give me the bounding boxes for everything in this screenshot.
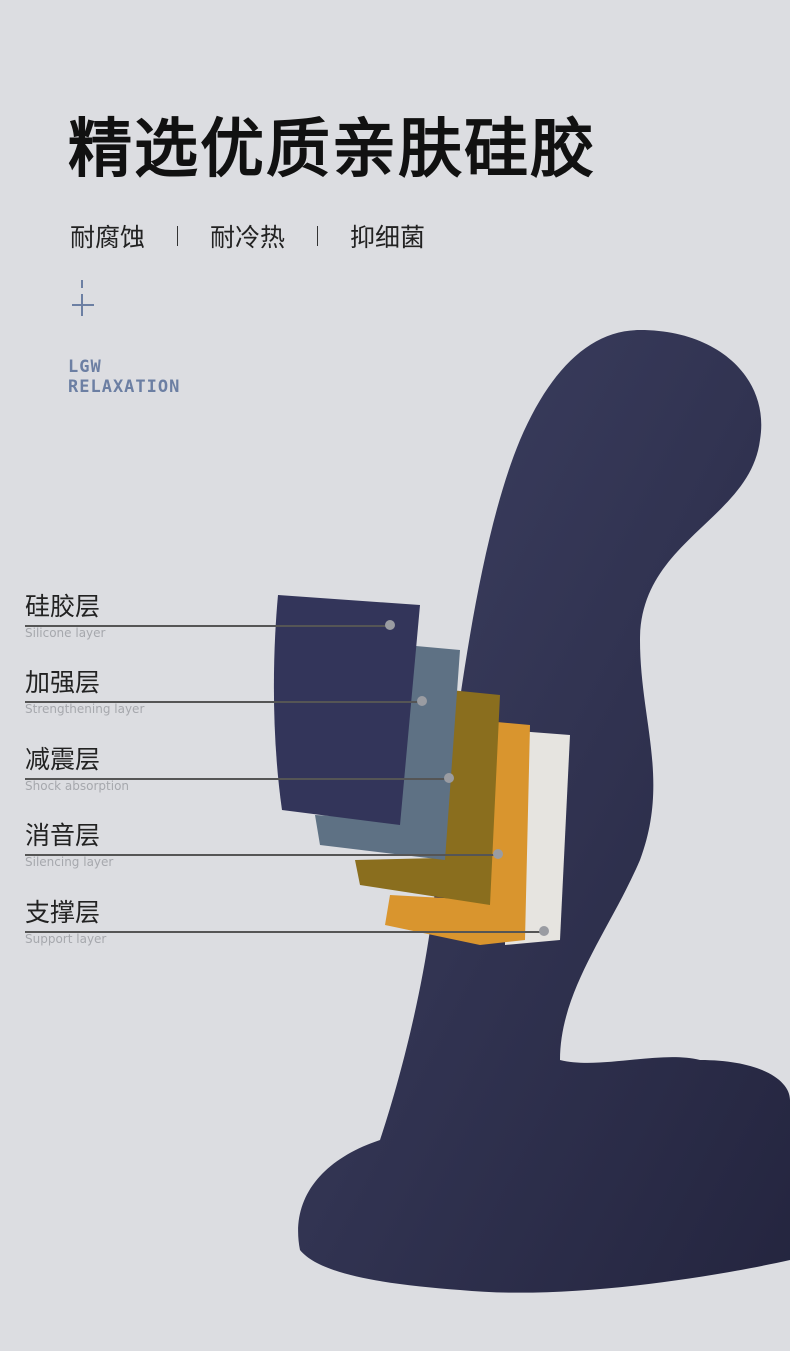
callout-dot [493, 849, 503, 859]
callout-line [25, 931, 540, 933]
plus-icon [70, 280, 94, 318]
layer-label-silencing: 消音层 Silencing layer [25, 821, 114, 869]
divider [177, 226, 179, 246]
feature-list: 耐腐蚀 耐冷热 抑细菌 [70, 218, 425, 254]
divider [317, 226, 319, 246]
callout-dot [417, 696, 427, 706]
feature-corrosion-resistant: 耐腐蚀 [70, 223, 146, 252]
callout-line [25, 701, 422, 703]
callout-line [25, 854, 498, 856]
page-title: 精选优质亲肤硅胶 [68, 113, 596, 187]
feature-antibacterial: 抑细菌 [350, 223, 426, 252]
callout-dot [385, 620, 395, 630]
layer-label-support: 支撑层 Support layer [25, 898, 107, 946]
callout-dot [444, 773, 454, 783]
brand-logo: LGW RELAXATION [68, 357, 181, 397]
callout-line [25, 778, 449, 780]
layer-label-silicone: 硅胶层 Silicone layer [25, 592, 106, 640]
layer-label-shock-absorption: 减震层 Shock absorption [25, 745, 130, 793]
callout-dot [539, 926, 549, 936]
callout-line [25, 625, 390, 627]
feature-temperature-resistant: 耐冷热 [210, 223, 286, 252]
layer-label-strengthening: 加强层 Strengthening layer [25, 668, 145, 716]
